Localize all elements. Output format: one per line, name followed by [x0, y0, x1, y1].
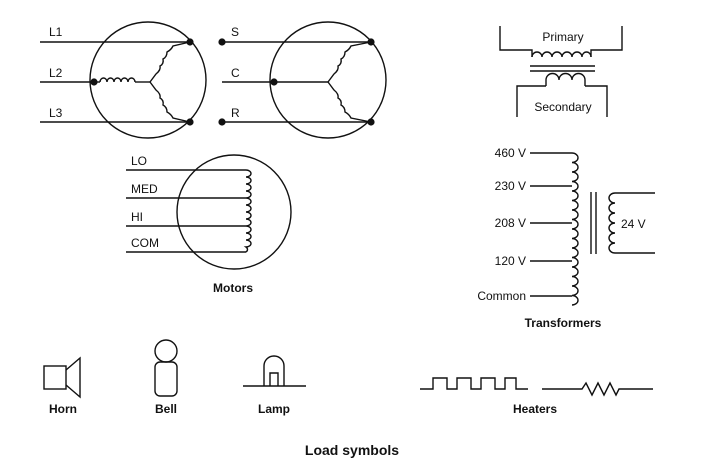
label-lo: LO [131, 154, 147, 168]
l2-terminal-dot [90, 78, 98, 86]
tap-460-label: 460 V [495, 146, 526, 160]
transformers-caption: Transformers [525, 316, 602, 330]
l3-winding [149, 81, 191, 123]
horn-symbol: Horn [43, 356, 81, 416]
single-phase-motor-circle [269, 21, 387, 139]
label-com: COM [131, 236, 159, 250]
horn-label: Horn [49, 402, 77, 416]
bell-label: Bell [155, 402, 177, 416]
secondary-lead-right [585, 85, 608, 117]
l1-winding [149, 41, 191, 83]
multi-tap-secondary-winding [608, 192, 655, 254]
multi-speed-motor-symbol: LO MED HI COM Motors [126, 154, 292, 295]
label-l2: L2 [49, 66, 63, 80]
heaters-symbol: Heaters [420, 377, 653, 416]
tap-common-label: Common [477, 289, 526, 303]
bell-body [154, 361, 178, 397]
label-l3: L3 [49, 106, 63, 120]
single-phase-motor-symbol: S C R [218, 21, 387, 139]
lamp-symbol: Lamp [243, 355, 306, 416]
s-winding [327, 41, 372, 83]
tap-208-label: 208 V [495, 216, 526, 230]
lamp-filament [269, 372, 279, 386]
lamp-label: Lamp [258, 402, 290, 416]
label-c: C [231, 66, 240, 80]
secondary-label: Secondary [534, 100, 591, 114]
heaters-label: Heaters [513, 402, 557, 416]
c-terminal-dot [270, 78, 278, 86]
label-l1: L1 [49, 25, 63, 39]
primary-label: Primary [542, 30, 583, 44]
multi-tap-primary-winding [571, 152, 579, 306]
bell-dome [154, 339, 178, 363]
three-phase-motor-circle [89, 21, 207, 139]
two-winding-transformer-symbol: Primary Secondary [499, 26, 623, 117]
tap-230-label: 230 V [495, 179, 526, 193]
motors-caption: Motors [213, 281, 253, 295]
label-med: MED [131, 182, 158, 196]
label-s: S [231, 25, 239, 39]
primary-winding [531, 51, 592, 58]
l2-winding [99, 77, 136, 83]
diagram-title: Load symbols [305, 442, 399, 458]
l1-terminal-dot [186, 38, 194, 46]
secondary-winding [545, 72, 586, 86]
heater-square-wave [420, 377, 528, 390]
three-phase-motor-symbol: L1 L2 L3 [40, 21, 207, 139]
multi-speed-motor-circle [176, 154, 292, 270]
multi-tap-transformer-symbol: 460 V 230 V 208 V 120 V Common 24 V Tran… [477, 146, 655, 330]
horn-bell-mouth [65, 356, 81, 399]
label-r: R [231, 106, 240, 120]
l3-terminal-dot [186, 118, 194, 126]
primary-lead-left [499, 26, 533, 57]
label-hi: HI [131, 210, 143, 224]
primary-lead-right [590, 26, 623, 57]
horn-body [43, 365, 67, 390]
lamp-bulb [263, 355, 285, 386]
s-terminal-dot [218, 38, 226, 46]
r-terminal-dot [218, 118, 226, 126]
bell-symbol: Bell [154, 339, 178, 416]
r-winding [327, 81, 372, 123]
heater-resistor [542, 381, 653, 397]
secondary-lead-left [516, 85, 546, 117]
secondary-voltage-label: 24 V [621, 217, 646, 231]
multi-speed-winding [243, 169, 252, 253]
tap-120-label: 120 V [495, 254, 526, 268]
